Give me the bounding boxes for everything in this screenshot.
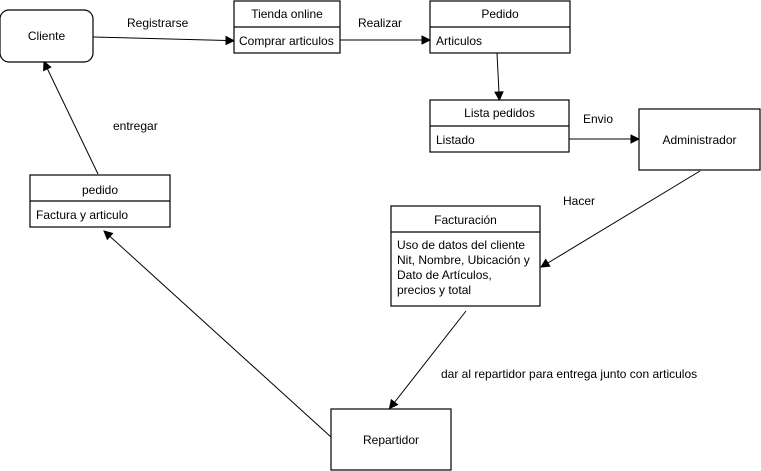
edge-label-entregar: entregar xyxy=(113,119,158,133)
node-facturacion-body-line: Uso de datos del cliente xyxy=(397,238,525,252)
node-lista-pedidos-body: Listado xyxy=(436,133,475,147)
edge-label-realizar: Realizar xyxy=(358,16,402,30)
node-lista-pedidos-title: Lista pedidos xyxy=(464,106,535,120)
arrowhead-icon xyxy=(43,60,52,72)
arrowhead-icon xyxy=(103,230,114,241)
node-lista-pedidos: Lista pedidos Listado xyxy=(429,99,570,153)
node-tienda-online-body: Comprar articulos xyxy=(239,34,334,48)
edge-pedido-to-cliente xyxy=(43,60,99,175)
edge-label-envio: Envio xyxy=(583,112,613,126)
edge-pedido-to-lista xyxy=(494,52,504,102)
node-facturacion-body-line: Nit, Nombre, Ubicación y xyxy=(397,253,530,267)
edge-label-dar: dar al repartidor para entrega junto con… xyxy=(441,367,697,381)
edge-facturacion-to-repartidor xyxy=(388,310,467,410)
arrowhead-icon xyxy=(540,258,551,268)
node-cliente-label: Cliente xyxy=(28,29,66,43)
node-pedido-left-title: pedido xyxy=(82,183,118,197)
node-pedido-left-body: Factura y articulo xyxy=(36,208,128,222)
edge-tienda-to-pedido xyxy=(340,35,432,45)
node-repartidor-label: Repartidor xyxy=(363,433,419,447)
node-facturacion-title: Facturación xyxy=(434,213,497,227)
edge-label-registrarse: Registrarse xyxy=(127,16,189,30)
node-pedido-left: pedido Factura y articulo xyxy=(29,174,171,228)
arrowhead-icon xyxy=(494,91,504,102)
arrowhead-icon xyxy=(388,398,399,410)
node-pedido-top-body: Articulos xyxy=(436,34,482,48)
node-pedido-top: Pedido Articulos xyxy=(429,0,571,54)
node-administrador: Administrador xyxy=(638,108,761,171)
node-facturacion-body-line: Dato de Artículos, xyxy=(397,268,492,282)
arrowhead-icon xyxy=(421,35,432,45)
node-tienda-online-title: Tienda online xyxy=(251,7,323,21)
node-cliente: Cliente xyxy=(0,9,94,63)
arrowhead-icon xyxy=(630,134,641,144)
arrowhead-icon xyxy=(225,35,236,46)
node-pedido-top-title: Pedido xyxy=(481,7,519,21)
edge-cliente-to-tienda xyxy=(92,35,236,46)
edge-label-hacer: Hacer xyxy=(563,194,595,208)
node-administrador-label: Administrador xyxy=(662,133,736,147)
edge-administrador-to-facturacion xyxy=(540,170,701,268)
edge-repartidor-to-pedido xyxy=(103,230,332,438)
edge-lista-to-administrador xyxy=(569,134,641,144)
node-tienda-online: Tienda online Comprar articulos xyxy=(233,0,341,54)
node-facturacion-body-line: precios y total xyxy=(397,283,471,297)
node-repartidor: Repartidor xyxy=(330,408,452,471)
node-facturacion: Facturación Uso de datos del cliente Nit… xyxy=(390,205,541,307)
